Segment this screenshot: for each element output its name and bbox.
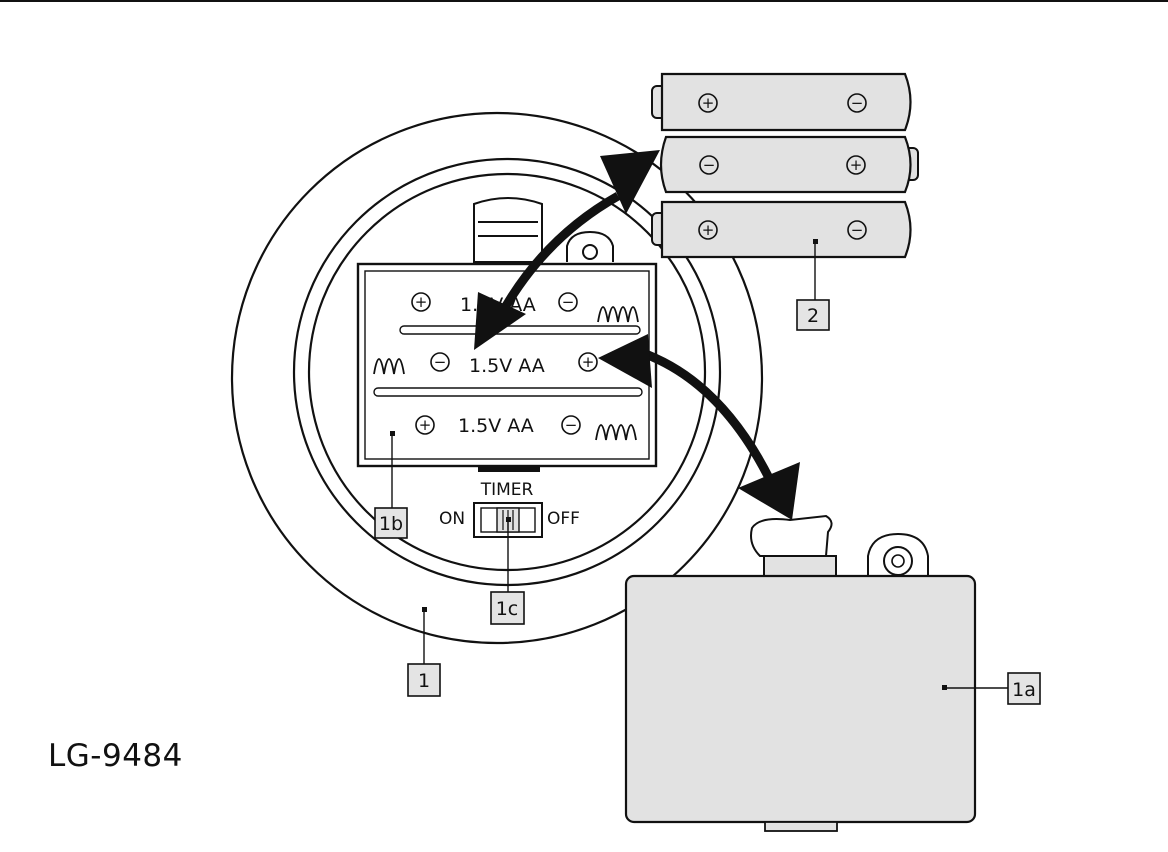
minus-icon — [558, 292, 578, 312]
minus-icon — [699, 155, 719, 175]
minus-symbol: − — [851, 94, 864, 112]
minus-icon — [847, 220, 867, 240]
plus-icon — [578, 352, 598, 372]
plus-icon — [411, 292, 431, 312]
leader-lines — [391, 242, 1008, 689]
minus-symbol: − — [434, 353, 447, 371]
plus-symbol: + — [415, 293, 428, 311]
battery-2: − + — [659, 135, 919, 194]
spring-icon — [595, 424, 637, 441]
holder-row-3-label: 1.5V AA — [458, 415, 534, 437]
spring-icon — [373, 358, 405, 375]
timer-title: TIMER — [480, 480, 534, 500]
callout-1b: 1b — [374, 507, 408, 539]
plus-icon — [846, 155, 866, 175]
callout-1c-label: 1c — [496, 598, 519, 620]
minus-icon — [430, 352, 450, 372]
callout-1-label: 1 — [418, 670, 430, 692]
holder-row-2: − 1.5V AA + — [430, 352, 598, 377]
minus-symbol: − — [703, 156, 716, 174]
plus-symbol: + — [702, 94, 715, 112]
timer-on-label: ON — [439, 509, 465, 529]
plus-symbol: + — [702, 221, 715, 239]
callout-1: 1 — [407, 663, 441, 697]
insert-arrow-battery — [474, 150, 660, 350]
plus-symbol: + — [419, 416, 432, 434]
callout-1b-label: 1b — [379, 513, 403, 535]
callout-2-label: 2 — [807, 305, 819, 327]
holder-top-tab — [473, 197, 614, 263]
callout-2: 2 — [796, 299, 830, 331]
callout-1a-label: 1a — [1012, 679, 1036, 701]
battery-cover — [624, 514, 977, 832]
plus-symbol: + — [850, 156, 863, 174]
leader-dots — [390, 239, 947, 690]
callout-1c: 1c — [490, 591, 525, 625]
minus-icon — [847, 93, 867, 113]
plus-icon — [698, 93, 718, 113]
cover-arrow — [598, 334, 800, 520]
model-code: LG-9484 — [48, 738, 183, 774]
minus-symbol: − — [851, 221, 864, 239]
battery-1: + − — [651, 72, 912, 132]
timer-switch: TIMER ON OFF — [439, 480, 580, 538]
callout-1a: 1a — [1007, 672, 1041, 705]
plus-icon — [698, 220, 718, 240]
holder-row-3: + 1.5V AA − — [415, 415, 581, 437]
minus-icon — [561, 415, 581, 435]
holder-row-2-label: 1.5V AA — [469, 355, 545, 377]
minus-symbol: − — [565, 416, 578, 434]
minus-symbol: − — [562, 293, 575, 311]
batteries: + − − + + − — [651, 72, 919, 259]
plus-symbol: + — [582, 353, 595, 371]
plus-icon — [415, 415, 435, 435]
base-unit — [230, 111, 764, 645]
spring-icon — [597, 306, 639, 323]
timer-off-label: OFF — [547, 509, 580, 529]
battery-3: + − — [651, 200, 912, 259]
